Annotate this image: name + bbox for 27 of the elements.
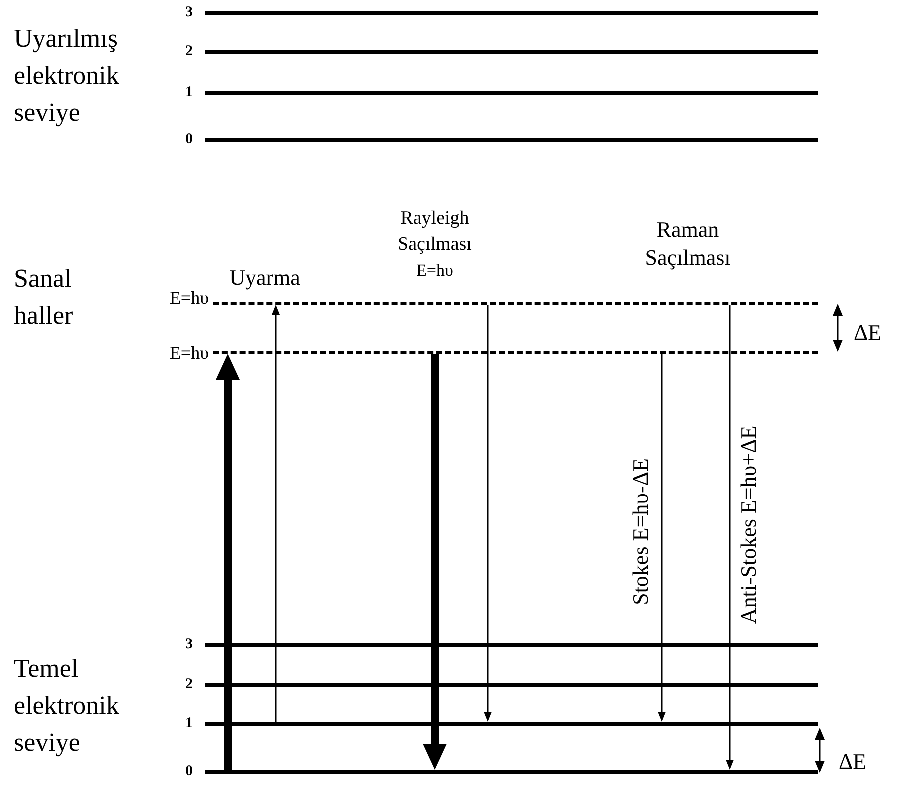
virtual-level-line <box>213 351 818 354</box>
energy-label: E=hυ <box>170 289 209 307</box>
delta-e-label: ΔE <box>839 748 867 776</box>
process-label: Raman Saçılması <box>644 216 732 272</box>
process-label: Rayleigh Saçılması <box>397 207 473 257</box>
arrow <box>272 305 280 722</box>
arrow <box>658 354 666 722</box>
process-label: Uyarma <box>228 264 302 292</box>
level-number: 3 <box>186 6 193 20</box>
virtual-level-line <box>213 302 818 305</box>
arrow <box>216 354 240 770</box>
group-label: Temel elektronik seviye <box>14 653 120 759</box>
delta-e-label: ΔE <box>854 319 882 347</box>
arrow <box>726 305 734 770</box>
level-number: 2 <box>186 678 193 692</box>
level-number: 1 <box>186 716 193 732</box>
level-number: 1 <box>186 86 193 100</box>
level-number: 3 <box>186 638 193 652</box>
energy-label: E=hυ <box>416 260 454 282</box>
level-number: 2 <box>186 44 193 60</box>
arrow <box>423 354 447 770</box>
group-label: Sanal haller <box>14 263 74 332</box>
energy-label: E=hυ <box>170 344 209 362</box>
level-number: 0 <box>186 132 193 148</box>
level-number: 0 <box>186 764 193 780</box>
arrow <box>484 305 492 722</box>
group-label: Uyarılmış elektronik seviye <box>14 23 120 129</box>
